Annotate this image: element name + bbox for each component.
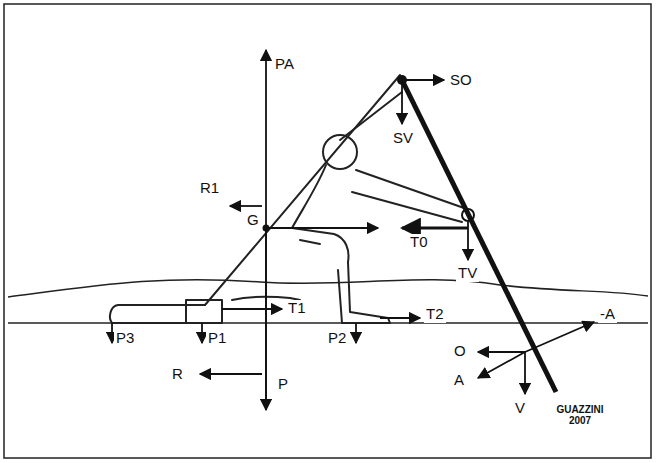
force-label: SO — [448, 72, 474, 89]
force-label: R1 — [198, 180, 221, 197]
force-label: T0 — [408, 234, 430, 251]
force-label: R — [170, 366, 185, 383]
force-label: SV — [391, 130, 415, 147]
paddler-figure — [110, 75, 464, 323]
signature: GUAZZINI 2007 — [548, 404, 612, 426]
force-label: A — [452, 372, 466, 389]
force-label: T2 — [424, 306, 446, 323]
force-label: G — [245, 212, 261, 229]
force-label: T1 — [286, 300, 308, 317]
force-label: P1 — [206, 330, 228, 347]
force-label: PA — [273, 56, 296, 73]
force-label: O — [452, 343, 468, 360]
water-line — [8, 322, 648, 324]
force-vectors — [112, 50, 594, 410]
hand-dot — [462, 209, 474, 221]
force-label: P2 — [326, 330, 348, 347]
center-of-gravity — [263, 225, 270, 232]
force-label: -A — [598, 306, 617, 323]
hills — [8, 280, 648, 297]
force-label: TV — [456, 265, 479, 282]
paddle-shaft — [402, 80, 556, 392]
force-label: P — [276, 376, 290, 393]
force-label: P3 — [114, 330, 136, 347]
frame — [4, 4, 651, 458]
force-label: V — [513, 400, 527, 417]
